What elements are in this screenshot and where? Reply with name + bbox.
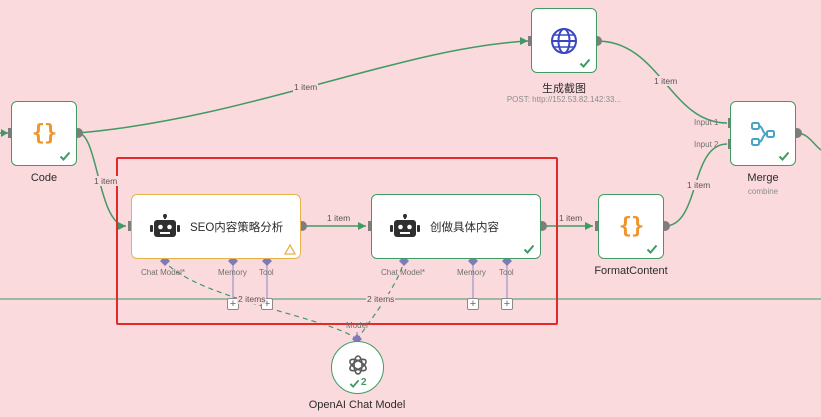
- edge-label: 1 item: [326, 213, 352, 223]
- add-tool-button[interactable]: +: [501, 298, 513, 310]
- content-memory-label: Memory: [457, 268, 486, 277]
- seo-chat-model-label: Chat Model*: [141, 268, 186, 277]
- content-agent-node[interactable]: 创做具体内容: [371, 194, 541, 259]
- edge-openai-to-content-model[interactable]: [356, 261, 405, 341]
- success-check-icon: [579, 58, 591, 68]
- format-content-node[interactable]: {}: [598, 194, 664, 259]
- success-check-icon: [349, 379, 360, 389]
- robot-icon: [150, 214, 180, 237]
- add-memory-button[interactable]: +: [227, 298, 239, 310]
- edge-label: 1 item: [293, 82, 319, 92]
- code-braces-icon: {}: [618, 214, 644, 239]
- warning-icon: [284, 244, 296, 255]
- format-content-title: FormatContent: [594, 265, 668, 277]
- screenshot-input-port[interactable]: [528, 36, 533, 46]
- edge-label: 2 items: [366, 294, 396, 304]
- edge-code-to-screenshot[interactable]: [77, 40, 529, 134]
- edge-openai-to-seo-model[interactable]: [164, 261, 358, 341]
- run-count-badge: 2: [361, 377, 367, 388]
- openai-model-port-label: Model: [346, 321, 368, 330]
- content-tool-label: Tool: [499, 268, 514, 277]
- selection-frame: [116, 157, 558, 325]
- screenshot-node-subtitle: POST: http://152.53.82.142:33...: [506, 95, 622, 104]
- format-input-port[interactable]: [595, 221, 600, 231]
- edge-label: 1 item: [93, 176, 119, 186]
- merge-input-2-label: Input 2: [694, 140, 719, 149]
- merge-node-subtitle: combine: [747, 187, 779, 196]
- success-check-icon: [523, 244, 535, 254]
- openai-chat-model-node[interactable]: 2: [331, 341, 384, 394]
- openai-chat-model-title: OpenAI Chat Model: [308, 399, 406, 411]
- success-check-icon: [59, 151, 71, 161]
- edge-label: 2 items: [237, 294, 267, 304]
- arrow-head: [520, 37, 528, 45]
- add-memory-button[interactable]: +: [467, 298, 479, 310]
- arrow-head: [585, 222, 593, 230]
- edge-label: 1 item: [653, 76, 679, 86]
- globe-icon: [551, 27, 577, 54]
- edge-label: 1 item: [558, 213, 584, 223]
- screenshot-node-title: 生成截图: [542, 83, 586, 95]
- merge-node-title: Merge: [747, 172, 779, 184]
- code-braces-icon: {}: [31, 121, 57, 146]
- success-check-icon: [646, 244, 658, 254]
- arrow-head: [358, 222, 366, 230]
- merge-icon: [751, 121, 775, 146]
- success-check-icon: [778, 151, 790, 161]
- openai-icon: [348, 354, 367, 375]
- seo-agent-node[interactable]: SEO内容策略分析: [131, 194, 301, 259]
- seo-tool-label: Tool: [259, 268, 274, 277]
- code-input-port[interactable]: [8, 128, 13, 138]
- merge-input-1-label: Input 1: [694, 118, 719, 127]
- seo-input-port[interactable]: [128, 221, 133, 231]
- content-chat-model-label: Chat Model*: [381, 268, 426, 277]
- code-node-title: Code: [30, 172, 58, 184]
- edge-label: 1 item: [686, 180, 712, 190]
- robot-icon: [390, 214, 420, 237]
- seo-memory-label: Memory: [218, 268, 247, 277]
- arrow-head: [118, 222, 126, 230]
- content-input-port[interactable]: [368, 221, 373, 231]
- content-agent-label: 创做具体内容: [430, 222, 499, 234]
- merge-node[interactable]: [730, 101, 796, 166]
- seo-agent-label: SEO内容策略分析: [190, 222, 284, 234]
- screenshot-node[interactable]: [531, 8, 597, 73]
- arrow-head: [1, 129, 8, 137]
- code-node[interactable]: {}: [11, 101, 77, 166]
